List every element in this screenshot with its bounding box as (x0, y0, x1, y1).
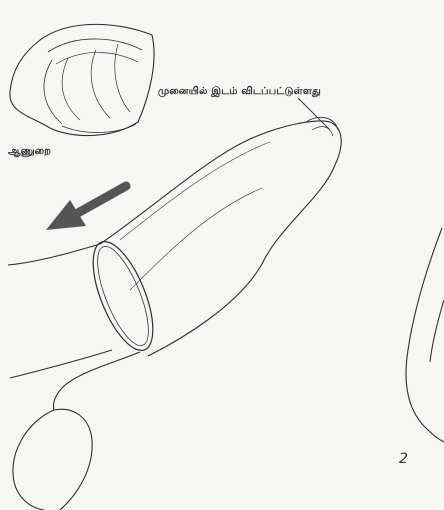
condom-icon (10, 24, 154, 135)
tip-space-label: முனையில் இடம் விடப்பட்டுள்ளது (158, 86, 321, 98)
condom-label: ஆணுறை (8, 146, 51, 158)
direction-arrow-icon (46, 186, 126, 230)
page-number: 2 (399, 451, 408, 467)
penis-with-condom (8, 117, 444, 510)
tip-leader-line (298, 98, 330, 130)
